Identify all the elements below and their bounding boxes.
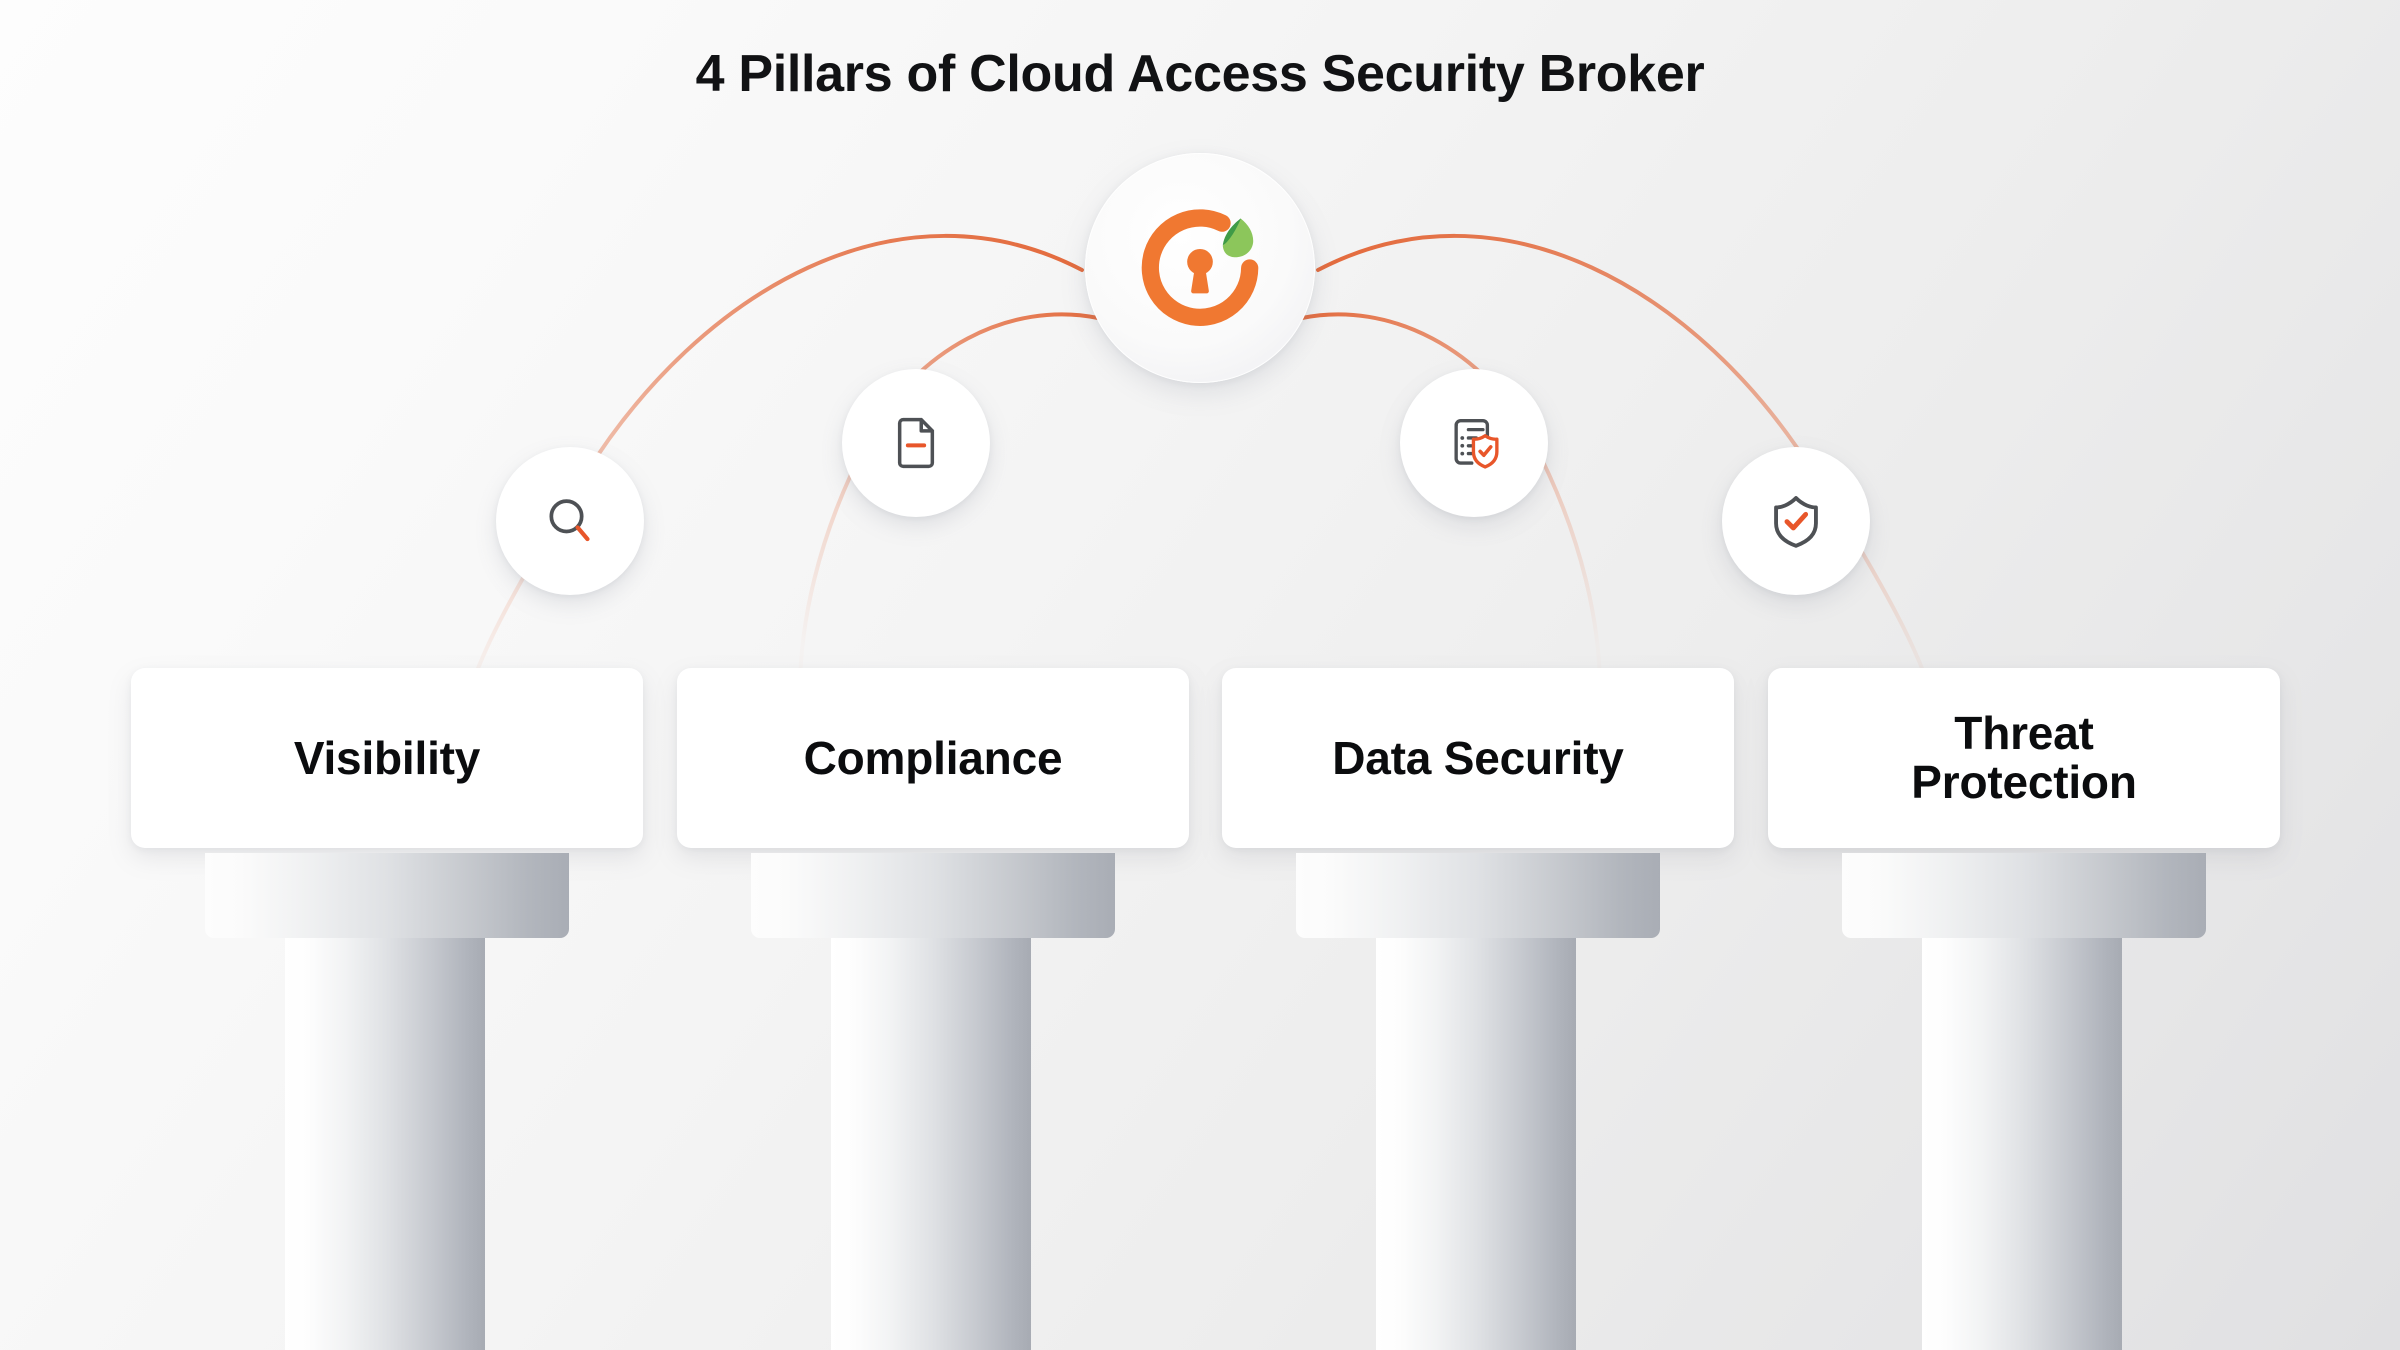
pillar-shaft [1376,938,1576,1350]
pillar-label: Visibility [293,731,481,784]
shield-check-icon [1767,492,1825,550]
cloud-lock-leaf-logo-icon [1131,199,1269,337]
pillar-compliance: Compliance [677,668,1189,1350]
pillar-shaft [1922,938,2122,1350]
document-minus-icon [888,415,944,471]
pillar-label: Compliance [803,731,1063,784]
pillar-label-line-2: Protection [1911,756,2137,808]
pillar-shaft [831,938,1031,1350]
pillar-shaft [285,938,485,1350]
pillar-icon-compliance[interactable] [842,369,990,517]
pillar-label: Data Security [1332,731,1624,784]
pillar-card-threat-protection[interactable]: Threat Protection [1768,668,2280,848]
pillar-label: Threat Protection [1911,707,2137,808]
pillar-capital [1842,853,2206,938]
pillar-icon-visibility[interactable] [496,447,644,595]
pillar-card-compliance[interactable]: Compliance [677,668,1189,848]
central-logo-hub [1085,153,1315,383]
document-shield-check-icon [1445,414,1503,472]
pillar-capital [751,853,1115,938]
magnifier-icon [542,493,598,549]
pillar-icon-data-security[interactable] [1400,369,1548,517]
pillar-visibility: Visibility [131,668,643,1350]
pillar-card-data-security[interactable]: Data Security [1222,668,1734,848]
page-title: 4 Pillars of Cloud Access Security Broke… [695,45,1705,103]
pillar-label-line-1: Threat [1954,707,2094,760]
pillar-icon-threat-protection[interactable] [1722,447,1870,595]
pillar-threat-protection: Threat Protection [1768,668,2280,1350]
pillar-data-security: Data Security [1222,668,1734,1350]
pillar-card-visibility[interactable]: Visibility [131,668,643,848]
pillar-capital [1296,853,1660,938]
pillar-capital [205,853,569,938]
